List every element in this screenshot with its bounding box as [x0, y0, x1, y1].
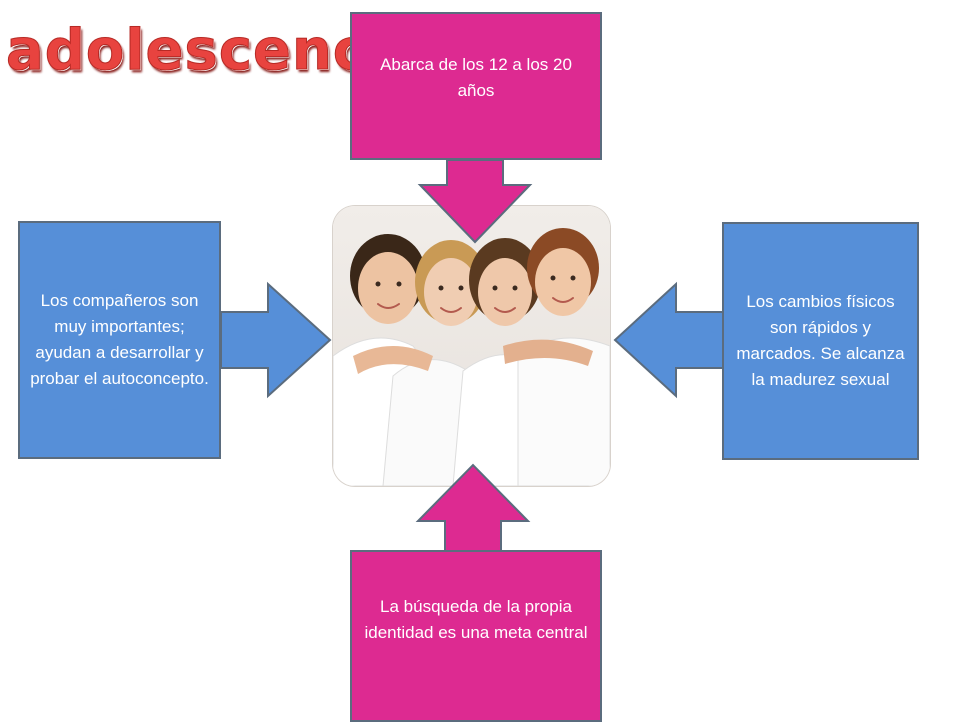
- physical-changes-text: Los cambios físicos son rápidos y marcad…: [736, 292, 905, 389]
- peers-box: Los compañeros son muy importantes; ayud…: [18, 221, 221, 459]
- age-range-box: Abarca de los 12 a los 20 años: [350, 12, 602, 160]
- physical-changes-box: Los cambios físicos son rápidos y marcad…: [722, 222, 919, 460]
- teenagers-illustration: [333, 228, 610, 486]
- age-range-text: Abarca de los 12 a los 20 años: [380, 55, 572, 100]
- identity-box: La búsqueda de la propia identidad es un…: [350, 550, 602, 722]
- arrow-up: [415, 463, 531, 553]
- teenagers-photo: [333, 206, 610, 486]
- arrow-left: [613, 281, 724, 399]
- arrow-right: [220, 281, 332, 399]
- arrow-down: [417, 159, 533, 244]
- identity-text: La búsqueda de la propia identidad es un…: [364, 597, 588, 642]
- peers-text: Los compañeros son muy importantes; ayud…: [30, 291, 209, 388]
